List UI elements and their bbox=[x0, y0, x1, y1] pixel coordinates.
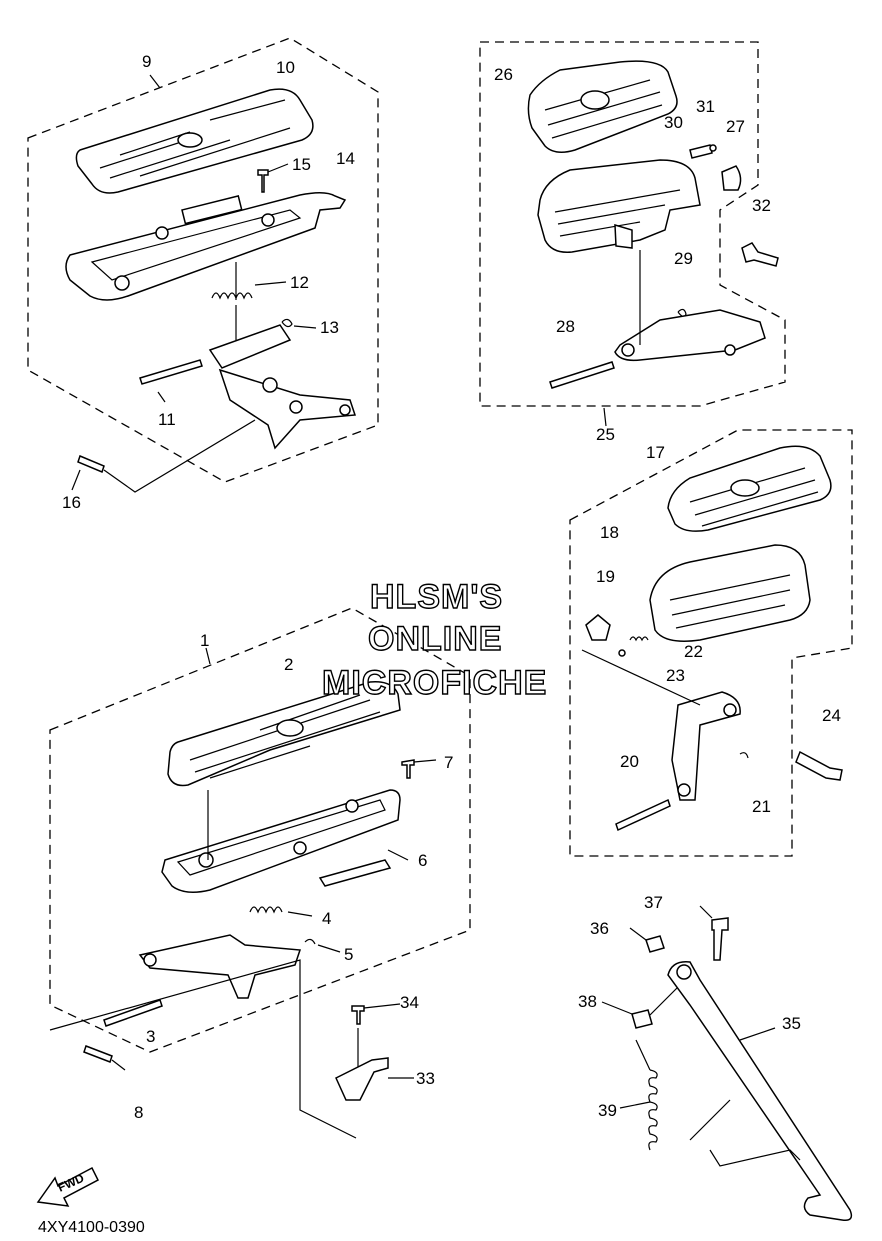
callout-15: 15 bbox=[292, 155, 311, 174]
callout-16: 16 bbox=[62, 493, 81, 512]
callout-24: 24 bbox=[822, 706, 841, 725]
fwd-arrow-icon: FWD bbox=[36, 1166, 99, 1207]
callout-30: 30 bbox=[664, 113, 683, 132]
assembly-9-footboard bbox=[27, 37, 379, 493]
bracket-33-with-bolt-34 bbox=[335, 1003, 414, 1101]
callout-34: 34 bbox=[400, 993, 419, 1012]
callout-17: 17 bbox=[646, 443, 665, 462]
callout-25: 25 bbox=[596, 425, 615, 444]
watermark: HLSM'S ONLINE MICROFICHE bbox=[321, 577, 547, 702]
callout-37: 37 bbox=[644, 893, 663, 912]
callout-5: 5 bbox=[344, 945, 353, 964]
callout-11: 11 bbox=[158, 410, 176, 429]
callout-8: 8 bbox=[134, 1103, 143, 1122]
watermark-line2: ONLINE bbox=[368, 620, 502, 658]
callout-9: 9 bbox=[142, 52, 151, 71]
callout-1: 1 bbox=[200, 631, 209, 650]
callout-19: 19 bbox=[596, 567, 615, 586]
callout-2: 2 bbox=[284, 655, 293, 674]
callout-32: 32 bbox=[752, 196, 771, 215]
assembly-25-footboard bbox=[479, 41, 786, 427]
assembly-1-footboard bbox=[49, 607, 471, 1139]
callout-13: 13 bbox=[320, 318, 339, 337]
callout-36: 36 bbox=[590, 919, 609, 938]
callout-39: 39 bbox=[598, 1101, 617, 1120]
callout-23: 23 bbox=[666, 666, 685, 685]
sidestand-35-group bbox=[601, 905, 853, 1222]
callout-38: 38 bbox=[578, 992, 597, 1011]
callout-18: 18 bbox=[600, 523, 619, 542]
callout-6: 6 bbox=[418, 851, 427, 870]
callout-4: 4 bbox=[322, 909, 331, 928]
assembly-17-footboard bbox=[569, 429, 853, 857]
callout-28: 28 bbox=[556, 317, 575, 336]
diagram-code: 4XY4100-0390 bbox=[38, 1219, 145, 1236]
callout-29: 29 bbox=[674, 249, 693, 268]
callout-27: 27 bbox=[726, 117, 745, 136]
callout-33: 33 bbox=[416, 1069, 435, 1088]
callout-31: 31 bbox=[696, 97, 715, 116]
callout-10: 10 bbox=[276, 58, 295, 77]
callout-35: 35 bbox=[782, 1014, 801, 1033]
callout-22: 22 bbox=[684, 642, 703, 661]
callout-14: 14 bbox=[336, 149, 355, 168]
watermark-line1: HLSM'S bbox=[370, 578, 503, 616]
callout-12: 12 bbox=[290, 273, 309, 292]
callout-labels: 9 10 15 14 12 13 11 16 26 30 31 27 32 29… bbox=[62, 52, 841, 1122]
watermark-line3: MICROFICHE bbox=[322, 664, 547, 702]
callout-20: 20 bbox=[620, 752, 639, 771]
callout-3: 3 bbox=[146, 1027, 155, 1046]
callout-21: 21 bbox=[752, 797, 771, 816]
callout-26: 26 bbox=[494, 65, 513, 84]
callout-7: 7 bbox=[444, 753, 453, 772]
